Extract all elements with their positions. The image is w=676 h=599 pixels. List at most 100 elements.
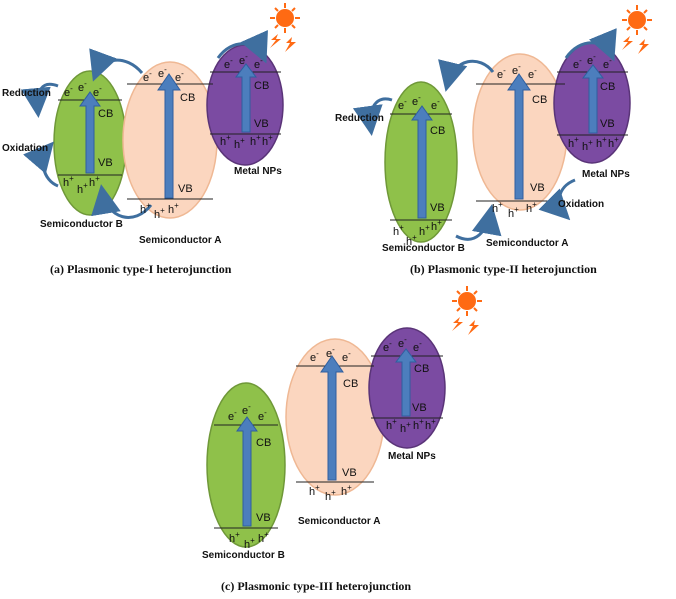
cb-label-a-b: CB (532, 94, 547, 106)
electron-label-np-a-2: e- (254, 56, 263, 71)
electron-label-np-b-2-base: e (603, 59, 609, 71)
hole-label-b-b-2-base: h (419, 226, 425, 238)
hole-label-a-c-1-base: h (325, 491, 331, 503)
electron-label-a-a-2-sup: - (181, 69, 184, 78)
reduction-label-a: Reduction (2, 88, 51, 99)
electron-label-np-a-0-sup: - (230, 56, 233, 65)
electron-label-a-b-1-base: e (512, 65, 518, 77)
electron-label-b-b-2-sup: - (437, 97, 440, 106)
hole-label-b-c-0: h+ (229, 530, 240, 545)
metal-nps-label-a: Metal NPs (234, 166, 282, 177)
panel-a (20, 3, 300, 219)
electron-label-a-b-0: e- (497, 66, 506, 81)
electron-label-b-c-1-base: e (242, 405, 248, 417)
electron-label-a-b-2-sup: - (534, 66, 537, 75)
hole-label-b-a-0: h+ (63, 174, 74, 189)
hole-label-a-a-2-base: h (168, 204, 174, 216)
band-arrow-a-a (157, 73, 181, 199)
electron-label-np-a-1-base: e (239, 55, 245, 67)
electron-label-b-a-0-sup: - (70, 84, 73, 93)
hole-label-b-b-0: h+ (393, 223, 404, 238)
cb-label-b-b: CB (430, 125, 445, 137)
hole-label-b-c-1-sup: + (250, 536, 255, 545)
vb-label-a-b: VB (530, 182, 545, 194)
electron-label-np-c-0-sup: - (389, 339, 392, 348)
hole-label-b-b-0-sup: + (399, 223, 404, 232)
hole-label-b-a-2: h+ (89, 174, 100, 189)
electron-label-b-b-0-sup: - (404, 97, 407, 106)
hole-label-np-c-0: h+ (386, 417, 397, 432)
electron-label-b-b-0-base: e (398, 100, 404, 112)
semiconductor-a-label-b: Semiconductor A (486, 238, 568, 249)
electron-label-b-a-1-base: e (78, 82, 84, 94)
hole-label-b-c-0-base: h (229, 533, 235, 545)
hole-label-np-b-2: h+ (596, 135, 607, 150)
hole-label-b-c-2: h+ (258, 530, 269, 545)
hole-label-a-c-0-base: h (309, 486, 315, 498)
electron-label-np-b-2-sup: - (609, 56, 612, 65)
vb-label-b-b: VB (430, 202, 445, 214)
hole-label-np-a-2: h+ (250, 133, 261, 148)
hole-label-a-c-1: h+ (325, 488, 336, 503)
electron-label-b-c-1: e- (242, 402, 251, 417)
electron-label-b-c-0-base: e (228, 411, 234, 423)
electron-label-np-b-0-base: e (573, 59, 579, 71)
hole-label-np-a-1: h+ (234, 136, 245, 151)
hole-label-b-a-2-base: h (89, 177, 95, 189)
electron-label-np-c-1-base: e (398, 338, 404, 350)
hole-label-a-b-2: h+ (526, 200, 537, 215)
electron-label-np-b-1-base: e (587, 55, 593, 67)
metal-nps-label-c: Metal NPs (388, 451, 436, 462)
hole-label-a-a-0-base: h (140, 204, 146, 216)
curved-arrow-reduction-b (352, 97, 393, 136)
hole-label-np-b-1-base: h (582, 141, 588, 153)
electron-label-b-b-2: e- (431, 97, 440, 112)
electron-label-a-c-2: e- (342, 349, 351, 364)
electron-label-a-c-0-base: e (310, 352, 316, 364)
hole-label-np-b-3-sup: + (614, 135, 619, 144)
electron-label-a-a-1-sup: - (164, 65, 167, 74)
hole-label-np-c-3-sup: + (431, 417, 436, 426)
hole-label-np-b-3-base: h (608, 138, 614, 150)
hole-label-a-b-0-base: h (492, 203, 498, 215)
hole-label-np-c-1-sup: + (406, 420, 411, 429)
hole-label-np-c-3: h+ (425, 417, 436, 432)
cb-label-a-c: CB (343, 378, 358, 390)
vb-label-b-c: VB (256, 512, 271, 524)
vb-label-np-b: VB (600, 118, 615, 130)
vb-label-a-c: VB (342, 467, 357, 479)
hole-label-np-b-0-sup: + (574, 135, 579, 144)
electron-label-np-b-2: e- (603, 56, 612, 71)
hole-label-np-b-1-sup: + (588, 138, 593, 147)
vb-label-a-a: VB (178, 183, 193, 195)
curved-arrow-reduction-a (20, 82, 59, 118)
hole-label-np-b-0-base: h (568, 138, 574, 150)
hole-label-np-c-2: h+ (413, 417, 424, 432)
electron-label-a-c-0: e- (310, 349, 319, 364)
electron-label-a-a-0-base: e (143, 72, 149, 84)
electron-label-b-b-1: e- (412, 93, 421, 108)
hole-label-a-c-2: h+ (341, 483, 352, 498)
electron-label-np-b-1-sup: - (593, 52, 596, 61)
hole-label-a-b-0-sup: + (498, 200, 503, 209)
electron-label-a-a-2-base: e (175, 72, 181, 84)
electron-label-a-a-0: e- (143, 69, 152, 84)
curved-arrow-hole-transfer-a (91, 184, 153, 219)
caption-b: (b) Plasmonic type-II heterojunction (410, 262, 597, 276)
curved-arrow-a-to-b-b (438, 59, 495, 92)
cb-label-np-a: CB (254, 80, 269, 92)
band-arrow-np-c (394, 348, 418, 417)
electron-label-a-a-1-base: e (158, 68, 164, 80)
hole-label-a-a-1-sup: + (160, 206, 165, 215)
electron-label-np-a-0-base: e (224, 59, 230, 71)
vb-label-b-a: VB (98, 157, 113, 169)
electron-label-np-c-1-sup: - (404, 335, 407, 344)
electron-label-b-a-1: e- (78, 79, 87, 94)
band-arrow-np-a (234, 63, 258, 133)
hole-label-b-c-2-sup: + (264, 530, 269, 539)
electron-label-a-b-0-sup: - (503, 66, 506, 75)
oxidation-label-a: Oxidation (2, 143, 48, 154)
hole-label-b-b-1: h+ (406, 233, 417, 248)
caption-a: (a) Plasmonic type-I heterojunction (50, 262, 232, 276)
